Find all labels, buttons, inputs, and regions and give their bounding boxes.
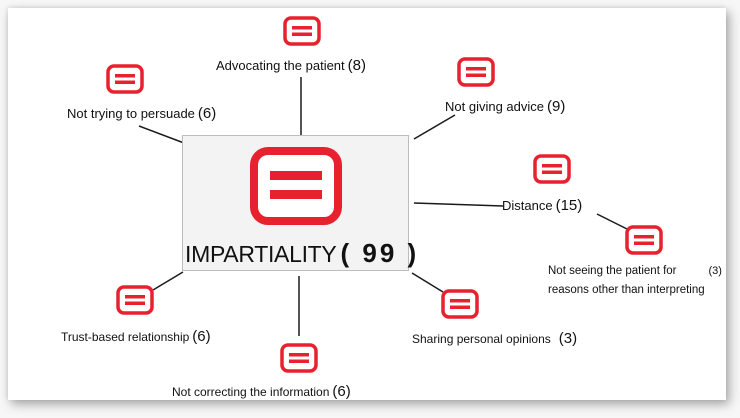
- central-count: ( 99 ): [340, 238, 420, 268]
- equals-sign-icon: [250, 147, 342, 225]
- central-label: IMPARTIALITY: [185, 241, 337, 267]
- node-persuade: Not trying to persuade(6): [67, 106, 216, 122]
- node-label: Trust-based relationship: [61, 330, 190, 344]
- connector-persuade: [138, 125, 185, 144]
- equals-sign-icon: [280, 343, 318, 373]
- node-trust: Trust-based relationship(6): [61, 329, 211, 345]
- node-label: Not trying to persuade: [67, 106, 195, 121]
- node-distance: Distance(15): [502, 198, 582, 214]
- node-count: (6): [332, 383, 351, 400]
- node-count: (15): [555, 197, 583, 214]
- node-label: Distance: [502, 198, 553, 213]
- node-advice: Not giving advice(9): [445, 99, 565, 115]
- node-opinions: Sharing personal opinions (3): [412, 331, 577, 347]
- connector-advice: [413, 114, 456, 140]
- node-label-line2: reasons other than interpreting: [548, 284, 705, 296]
- connector-distance: [413, 202, 504, 207]
- equals-sign-icon: [116, 285, 154, 315]
- connector-not-seeing: [596, 213, 628, 230]
- equals-sign-icon: [441, 289, 479, 319]
- equals-sign-icon: [625, 225, 663, 255]
- node-correcting: Not correcting the information(6): [172, 384, 351, 400]
- node-label-line1: Not seeing the patient for: [548, 265, 677, 277]
- equals-sign-icon: [457, 57, 495, 87]
- equals-sign-icon: [533, 154, 571, 184]
- connector-trust: [152, 271, 184, 291]
- node-count: (9): [547, 98, 566, 115]
- node-not-seeing: Not seeing the patient for (3) reasons ot…: [548, 262, 722, 300]
- node-count: (6): [192, 328, 211, 345]
- central-title: IMPARTIALITY( 99 ): [185, 238, 419, 269]
- node-label: Advocating the patient: [216, 58, 345, 73]
- node-label: Sharing personal opinions: [412, 332, 551, 346]
- equals-sign-icon: [106, 64, 144, 94]
- node-advocating: Advocating the patient(8): [216, 58, 366, 74]
- node-count: (6): [197, 105, 217, 122]
- node-label: Not correcting the information: [172, 385, 330, 399]
- node-count: (3): [708, 265, 722, 277]
- node-count: (3): [558, 330, 578, 347]
- node-label: Not giving advice: [445, 99, 544, 114]
- connector-opinions: [411, 272, 444, 293]
- node-count: (8): [347, 57, 366, 74]
- equals-sign-icon: [283, 16, 321, 46]
